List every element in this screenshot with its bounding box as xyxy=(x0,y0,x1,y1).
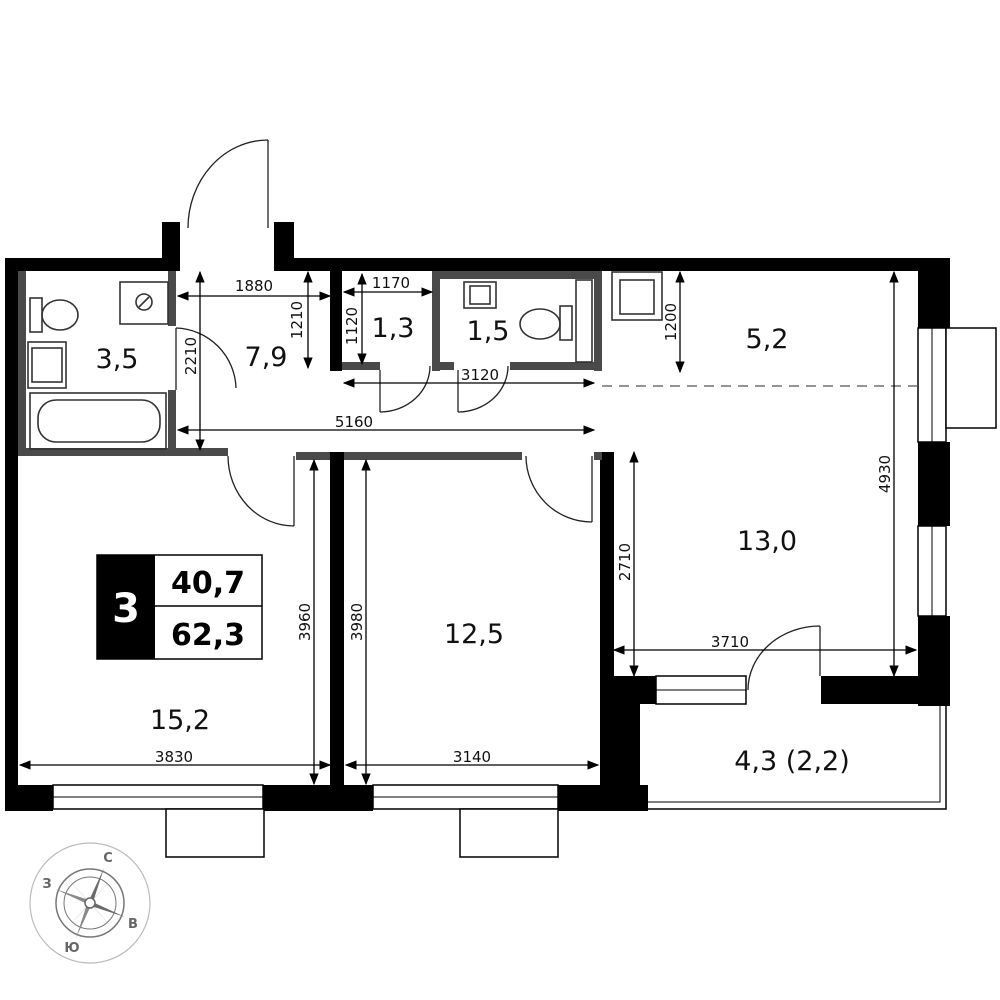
compass-rose-icon: С В Ю З xyxy=(29,842,151,964)
dim-hall-depth: 1210 xyxy=(288,301,306,339)
dimension-labels: 1880 1210 2210 1170 1120 3120 1200 5160 … xyxy=(155,274,894,766)
area-balcony: 4,3 (2,2) xyxy=(734,746,850,777)
bathtub-icon xyxy=(29,392,167,450)
dim-mid-room-width: 3140 xyxy=(453,748,491,766)
compass-north: С xyxy=(103,851,113,866)
exterior-walls xyxy=(5,222,950,811)
doors xyxy=(175,139,821,691)
wc-toilet-icon xyxy=(519,305,573,341)
room-count: 3 xyxy=(112,586,140,632)
area-kitchen: 5,2 xyxy=(746,324,789,355)
fixtures xyxy=(27,271,663,450)
wc-sink-icon xyxy=(463,281,497,309)
area-wc: 1,5 xyxy=(467,316,510,347)
dim-mid-room-height: 3980 xyxy=(348,603,366,641)
dim-left-room-height: 3960 xyxy=(296,603,314,641)
compass-west: З xyxy=(42,877,51,892)
windows xyxy=(52,327,997,858)
toilet-icon xyxy=(29,297,79,333)
dimension-lines xyxy=(18,270,918,786)
area-bathroom: 3,5 xyxy=(96,344,139,375)
dim-closet-height: 1120 xyxy=(343,307,361,345)
compass-south: Ю xyxy=(64,941,79,956)
area-bedroom-left: 15,2 xyxy=(150,705,210,736)
dim-closet-width: 1170 xyxy=(372,274,410,292)
dim-bath-height: 2210 xyxy=(182,337,200,375)
compass-east: В xyxy=(128,917,138,932)
dim-corridor-upper: 3120 xyxy=(461,366,499,384)
kitchen-sink-icon xyxy=(611,271,663,321)
area-bedroom-mid: 12,5 xyxy=(444,619,504,650)
boiler-icon xyxy=(119,281,169,325)
dim-corridor-long: 5160 xyxy=(335,413,373,431)
dim-living-lower: 2710 xyxy=(616,543,634,581)
area-hallway: 7,9 xyxy=(245,342,288,373)
sink-icon xyxy=(27,341,67,389)
dim-left-room-width: 3830 xyxy=(155,748,193,766)
apartment-summary-badge: 3 40,7 62,3 xyxy=(96,554,263,660)
room-areas: 3,5 7,9 1,3 1,5 5,2 13,0 15,2 12,5 4,3 (… xyxy=(96,313,850,777)
living-area: 40,7 xyxy=(171,566,245,601)
area-living-room: 13,0 xyxy=(737,526,797,557)
dim-kitchen-depth: 1200 xyxy=(662,303,680,341)
dim-living-height: 4930 xyxy=(876,455,894,493)
total-area: 62,3 xyxy=(171,618,245,653)
balcony-outline xyxy=(648,704,947,810)
area-closet: 1,3 xyxy=(372,313,415,344)
dim-living-width: 3710 xyxy=(711,633,749,651)
interior-walls xyxy=(18,271,614,786)
dim-hall-width: 1880 xyxy=(235,277,273,295)
